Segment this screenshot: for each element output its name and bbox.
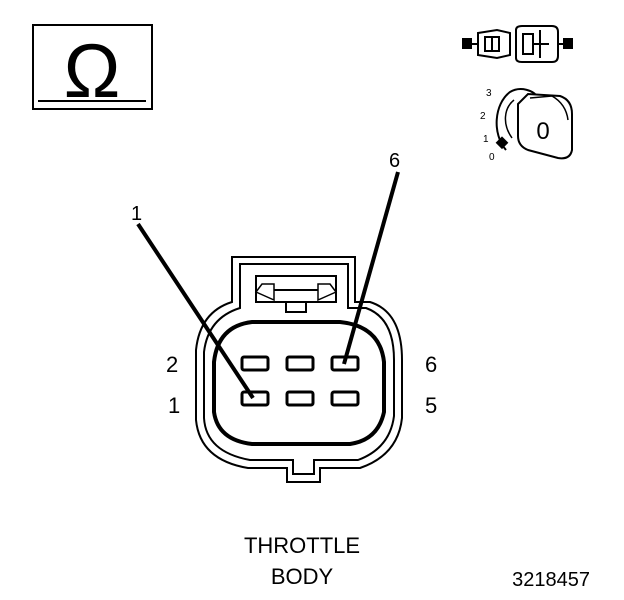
cavity-label-6: 6 — [425, 352, 437, 377]
ignition-key-icon: 3 2 1 0 0 — [480, 88, 573, 163]
callout-1: 1 — [131, 203, 142, 225]
key-label: 0 — [536, 118, 549, 145]
callout-6: 6 — [389, 150, 400, 172]
key-position-1: 1 — [483, 134, 489, 145]
figure-number: 3218457 — [512, 569, 590, 591]
pin-5 — [330, 390, 360, 407]
cavity-label-5: 5 — [425, 393, 437, 418]
key-position-2: 2 — [480, 111, 486, 122]
throttle-body-connector — [195, 256, 403, 483]
leader-line-pin-1 — [136, 222, 255, 400]
pin-2 — [240, 355, 270, 372]
pin-3 — [285, 390, 315, 407]
pin-4 — [285, 355, 315, 372]
connector-title-line1: THROTTLE — [244, 533, 360, 558]
ohm-symbol: Ω — [64, 29, 121, 114]
ohmmeter-icon: Ω — [32, 24, 153, 114]
cavity-label-2: 2 — [166, 352, 178, 377]
key-position-3: 3 — [486, 88, 492, 99]
leader-line-pin-6 — [342, 171, 400, 365]
cavity-label-1: 1 — [168, 393, 180, 418]
pin-1 — [240, 390, 270, 407]
disconnected-connector-icon — [462, 25, 573, 63]
key-position-0: 0 — [489, 152, 495, 163]
connector-title-line2: BODY — [271, 564, 334, 589]
